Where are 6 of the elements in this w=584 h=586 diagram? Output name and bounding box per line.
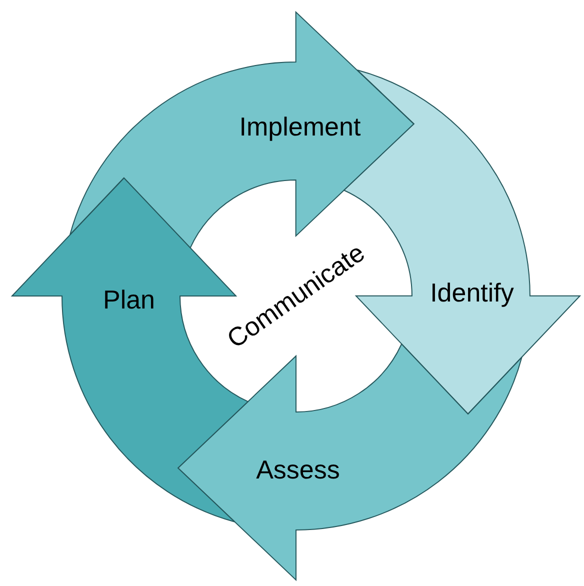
step-label: Implement — [239, 112, 361, 142]
curved-arrow-shape — [178, 344, 522, 580]
step-label: Identify — [430, 277, 514, 308]
step-label: Assess — [256, 454, 340, 486]
step-label: Plan — [102, 284, 156, 316]
curved-arrow-shape — [70, 12, 414, 248]
